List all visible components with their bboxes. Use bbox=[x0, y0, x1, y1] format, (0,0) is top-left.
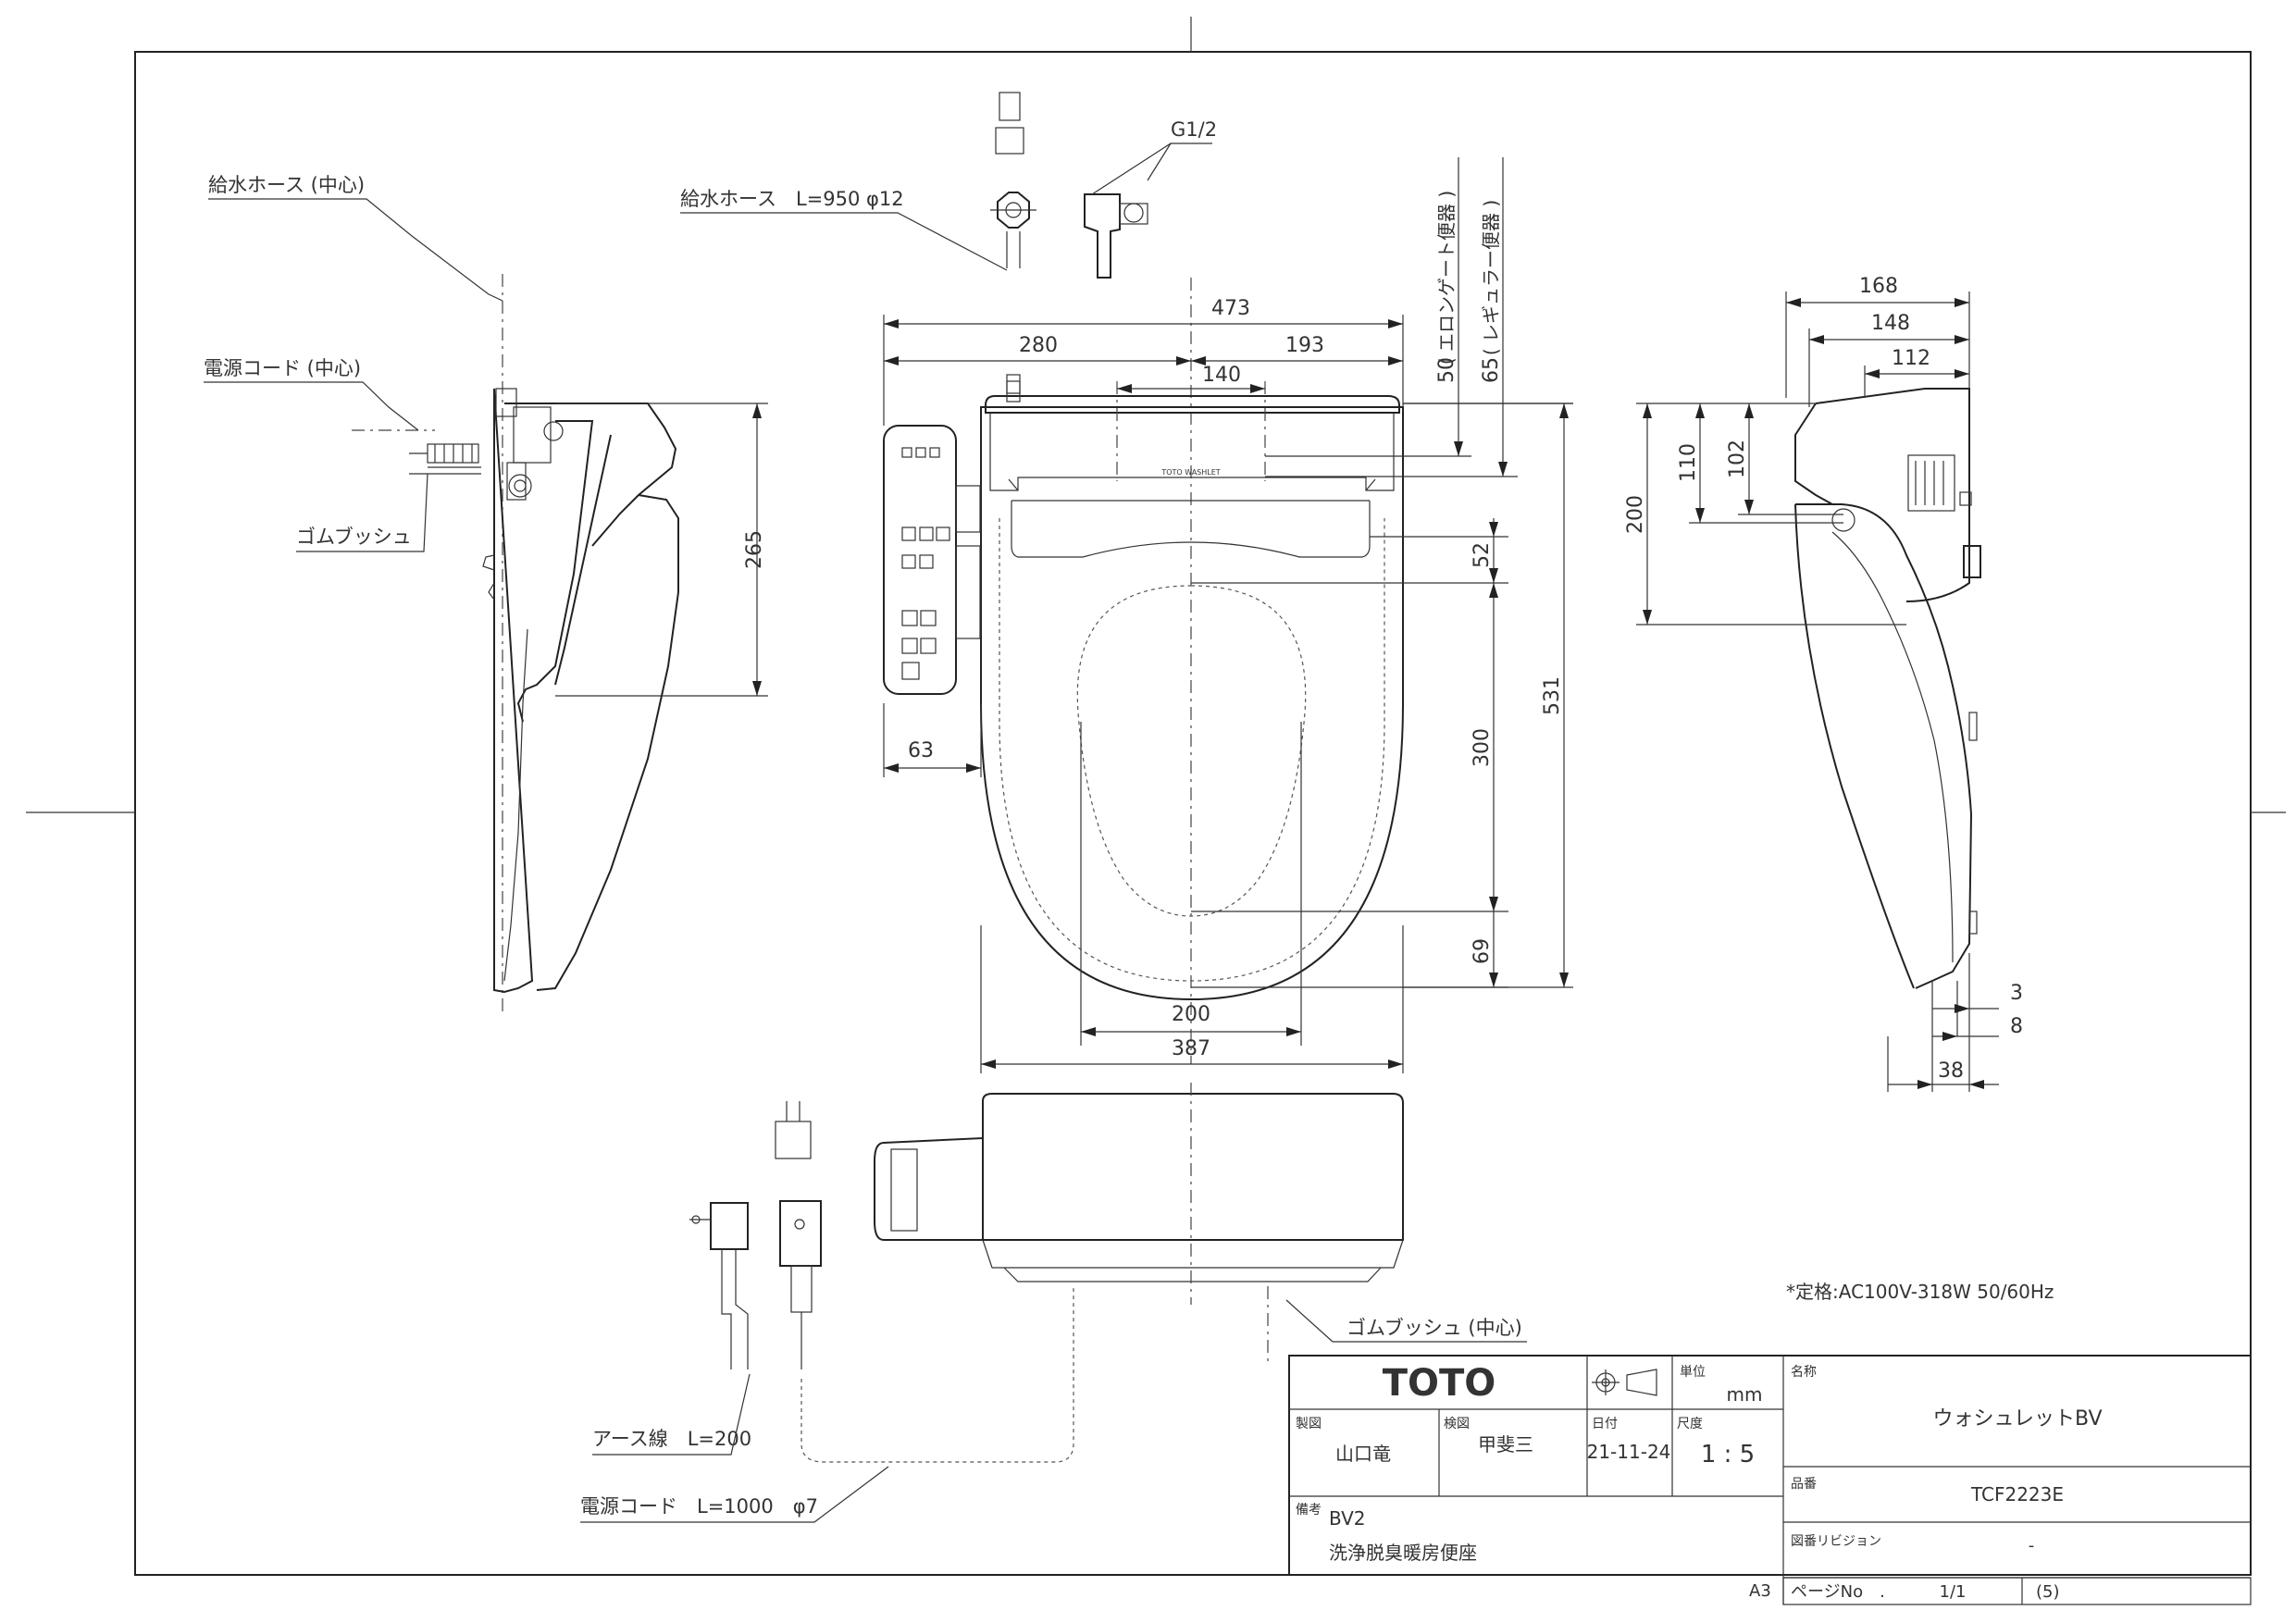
label-power-cord-spec: 電源コード L=1000 φ7 bbox=[580, 1495, 818, 1518]
dim-200-height: 200 bbox=[1624, 495, 1647, 534]
checker-name: 甲斐三 bbox=[1478, 1433, 1533, 1456]
remark-description: 洗浄脱臭暖房便座 bbox=[1329, 1542, 1477, 1564]
part-label: 品番 bbox=[1791, 1477, 1817, 1492]
unit-label: 単位 bbox=[1680, 1365, 1706, 1380]
dim-38: 38 bbox=[1938, 1059, 1964, 1083]
washlet-logo: TOTO WASHLET bbox=[1160, 468, 1220, 477]
page-value: 1/1 bbox=[1940, 1582, 1967, 1602]
name-label: 名称 bbox=[1791, 1365, 1817, 1380]
remarks-label: 備考 bbox=[1296, 1503, 1322, 1518]
product-name: ウォシュレットBV bbox=[1932, 1407, 2102, 1431]
dim-102: 102 bbox=[1726, 440, 1749, 478]
dim-69: 69 bbox=[1471, 938, 1494, 964]
left-callouts: 給水ホース (中心) 電源コード (中心) ゴムブッシュ bbox=[204, 174, 503, 552]
revision-label: 図番リビジョン bbox=[1791, 1534, 1881, 1549]
left-side-view: 265 bbox=[352, 274, 768, 1014]
dim-63: 63 bbox=[908, 739, 934, 762]
label-supply-hose-center: 給水ホース (中心) bbox=[208, 174, 365, 196]
dim-531: 531 bbox=[1541, 676, 1564, 715]
dim-168: 168 bbox=[1859, 275, 1898, 298]
plan-view: TOTO WASHLET 473 280 193 140 bbox=[883, 157, 1573, 1073]
title-block: TOTO 単位 mm 名称 ウォシュレットBV 製図 山口竜 検図 甲斐三 日付… bbox=[1288, 1355, 2252, 1605]
dim-8: 8 bbox=[2010, 1015, 2023, 1038]
label-elongated: ( エロンゲート便器 ) bbox=[1435, 191, 1458, 365]
dim-265: 265 bbox=[743, 530, 766, 569]
dim-387: 387 bbox=[1172, 1037, 1210, 1060]
checker-label: 検図 bbox=[1444, 1417, 1470, 1431]
dim-110: 110 bbox=[1677, 443, 1700, 482]
dim-200-width: 200 bbox=[1172, 1003, 1210, 1026]
dim-148: 148 bbox=[1871, 312, 1910, 335]
label-regular: ( レギュラー便器 ) bbox=[1480, 200, 1502, 355]
plug-assembly: アース線 L=200 電源コード L=1000 φ7 bbox=[580, 1101, 1074, 1523]
drawing-border bbox=[134, 51, 2252, 1576]
label-supply-hose-spec: 給水ホース L=950 φ12 bbox=[680, 188, 904, 210]
label-earth-wire: アース線 L=200 bbox=[592, 1428, 751, 1450]
dim-140: 140 bbox=[1202, 364, 1241, 387]
rating-text: *定格:AC100V-318W 50/60Hz bbox=[1786, 1281, 2054, 1303]
label-power-cord-center: 電源コード (中心) bbox=[204, 357, 361, 379]
revision-value: - bbox=[2029, 1536, 2035, 1555]
part-number: TCF2223E bbox=[1970, 1483, 2064, 1505]
drafter-name: 山口竜 bbox=[1335, 1443, 1391, 1465]
dim-50: 50 bbox=[1435, 357, 1458, 383]
dim-280: 280 bbox=[1019, 334, 1058, 357]
scale-label: 尺度 bbox=[1677, 1417, 1703, 1431]
label-rubber-bush-center: ゴムブッシュ (中心) bbox=[1347, 1317, 1522, 1339]
paper-size: A3 bbox=[1749, 1581, 1771, 1601]
label-g-half: G1/2 bbox=[1171, 118, 1217, 141]
dim-112: 112 bbox=[1892, 347, 1930, 370]
dim-193: 193 bbox=[1285, 334, 1324, 357]
drafter-label: 製図 bbox=[1296, 1417, 1322, 1431]
dim-65: 65 bbox=[1480, 357, 1503, 383]
remark-model: BV2 bbox=[1329, 1507, 1366, 1530]
unit-value: mm bbox=[1727, 1383, 1763, 1406]
dim-300: 300 bbox=[1471, 728, 1494, 767]
supply-fittings: G1/2 給水ホース L=950 φ12 bbox=[680, 92, 1217, 279]
right-side-view: 168 148 112 200 110 102 3 8 38 bbox=[1624, 275, 2023, 1092]
brand-logo: TOTO bbox=[1383, 1362, 1496, 1405]
date-label: 日付 bbox=[1592, 1417, 1618, 1431]
date-value: 21-11-24 bbox=[1587, 1441, 1671, 1463]
page-label: ページNo . bbox=[1791, 1582, 1885, 1602]
projection-symbol-icon bbox=[1592, 1369, 1657, 1396]
edition-value: (5) bbox=[2036, 1582, 2060, 1602]
label-rubber-bush: ゴムブッシュ bbox=[296, 526, 412, 548]
dim-52: 52 bbox=[1471, 542, 1494, 568]
front-view: ゴムブッシュ (中心) bbox=[874, 1083, 1527, 1365]
dim-3: 3 bbox=[2010, 982, 2023, 1005]
dim-473: 473 bbox=[1211, 297, 1250, 320]
scale-value: 1 : 5 bbox=[1701, 1441, 1755, 1468]
